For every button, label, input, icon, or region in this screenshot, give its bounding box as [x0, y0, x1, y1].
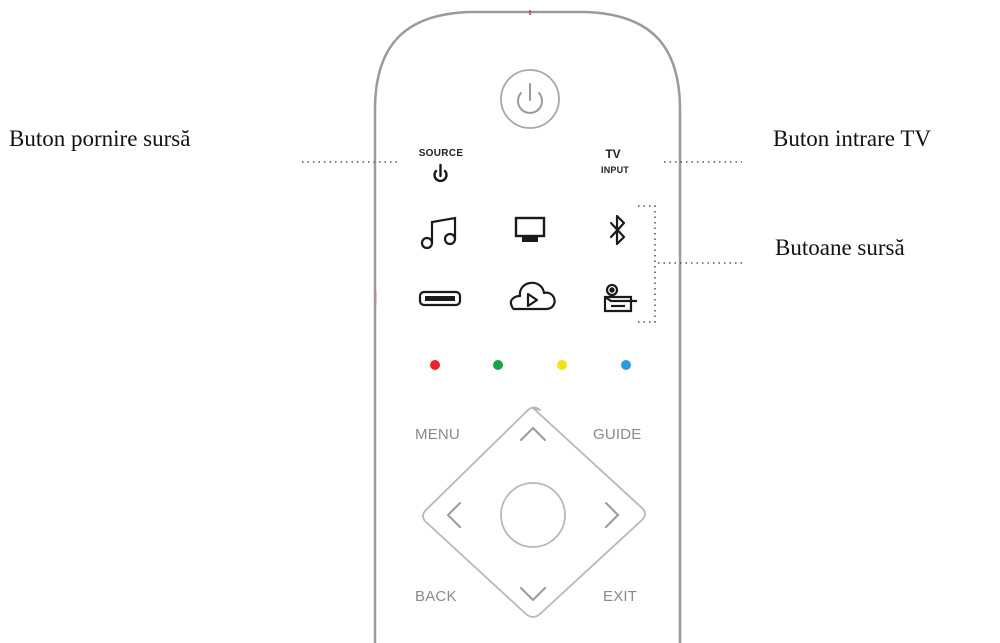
ok-button[interactable] — [500, 482, 566, 548]
yellow-button[interactable] — [557, 360, 567, 370]
back-button[interactable]: BACK — [415, 588, 457, 605]
source-label: SOURCE — [418, 148, 464, 159]
set-top-box-icon[interactable] — [603, 283, 637, 313]
power-icon — [517, 83, 543, 114]
red-button[interactable] — [430, 360, 440, 370]
bluetooth-icon[interactable] — [609, 214, 626, 246]
tv-icon[interactable] — [514, 216, 546, 242]
callout-source-power: Buton pornire sursă — [9, 126, 191, 151]
callout-source-buttons: Butoane sursă — [775, 235, 905, 260]
down-arrow-icon[interactable] — [520, 587, 546, 602]
right-arrow-icon[interactable] — [605, 502, 620, 528]
remote-body-outline — [373, 10, 682, 643]
source-power-icon — [433, 163, 448, 183]
guide-button[interactable]: GUIDE — [593, 426, 642, 443]
menu-button[interactable]: MENU — [415, 426, 460, 443]
exit-button[interactable]: EXIT — [603, 588, 638, 605]
up-arrow-icon[interactable] — [520, 426, 546, 441]
green-button[interactable] — [493, 360, 503, 370]
music-icon[interactable] — [420, 216, 457, 250]
input-label: INPUT — [601, 165, 629, 175]
blue-button[interactable] — [621, 360, 631, 370]
hdmi-device-icon[interactable] — [418, 290, 462, 307]
tv-label: TV — [605, 147, 621, 161]
nav-pad[interactable] — [422, 406, 646, 618]
power-button[interactable] — [500, 69, 560, 129]
left-arrow-icon[interactable] — [446, 502, 461, 528]
callout-tv-input: Buton intrare TV — [773, 126, 931, 151]
callout-leaders — [302, 161, 742, 323]
cloud-stream-icon[interactable] — [509, 281, 556, 311]
